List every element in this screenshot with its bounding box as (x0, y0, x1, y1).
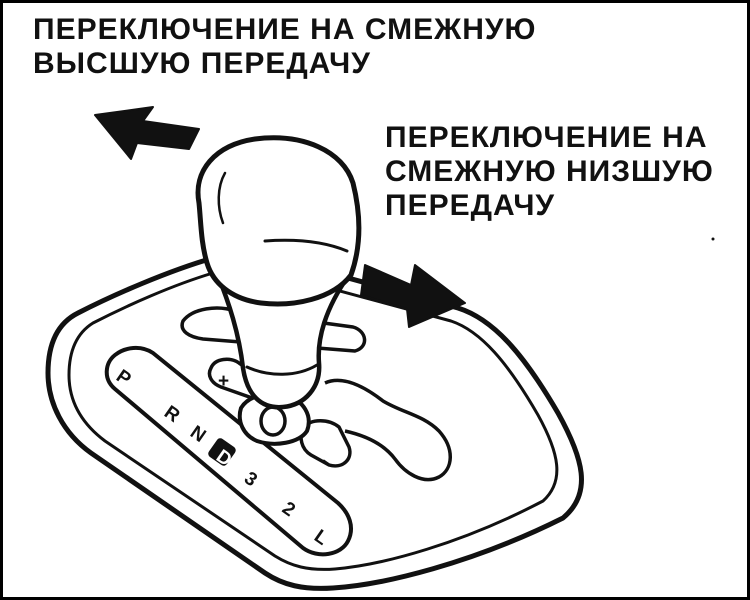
upshift-caption-line-1: ПЕРЕКЛЮЧЕНИЕ НА СМЕЖНУЮ (33, 13, 537, 46)
gate-slot (104, 346, 353, 557)
downshift-caption: ПЕРЕКЛЮЧЕНИЕ НА СМЕЖНУЮ НИЗШУЮ ПЕРЕДАЧУ (385, 121, 714, 223)
manual-minus-slot (299, 419, 352, 468)
selected-position-badge (208, 438, 236, 466)
upper-slot (180, 306, 367, 353)
lever-base-knob (259, 405, 287, 437)
gear-shifter-drawing: P R N D 3 2 L + − (45, 106, 715, 591)
lever-shaft (214, 270, 352, 410)
gate-label-n: N (186, 422, 209, 447)
lever-knob-ridge (263, 238, 349, 253)
gate-label-3: 3 (240, 468, 261, 491)
gate-slot-outline (104, 346, 353, 557)
manual-plus-label: + (218, 371, 229, 392)
manual-minus-label: − (316, 452, 337, 476)
arrow-down-right-icon (360, 264, 466, 328)
arrow-up-left-icon (94, 106, 200, 160)
lever-collar-line (245, 363, 319, 376)
downshift-arrow (360, 264, 466, 328)
upshift-caption-line-2: ВЫСШУЮ ПЕРЕДАЧУ (33, 47, 371, 80)
gate-label-2: 2 (278, 498, 299, 521)
downshift-caption-line-1: ПЕРЕКЛЮЧЕНИЕ НА (385, 121, 708, 154)
upshift-caption: ПЕРЕКЛЮЧЕНИЕ НА СМЕЖНУЮ ВЫСШУЮ ПЕРЕДАЧУ (33, 13, 536, 81)
scan-speck (711, 237, 715, 241)
lever-knob-highlight (217, 171, 227, 225)
downshift-caption-line-2: СМЕЖНУЮ НИЗШУЮ (385, 155, 714, 188)
shift-lever (195, 135, 362, 446)
lever-knob (195, 135, 362, 307)
gate-label-l: L (310, 526, 332, 550)
gate-label-r: R (160, 402, 184, 427)
shift-channel (324, 378, 452, 482)
downshift-caption-line-3: ПЕРЕДАЧУ (385, 189, 556, 222)
upshift-arrow (94, 106, 200, 160)
